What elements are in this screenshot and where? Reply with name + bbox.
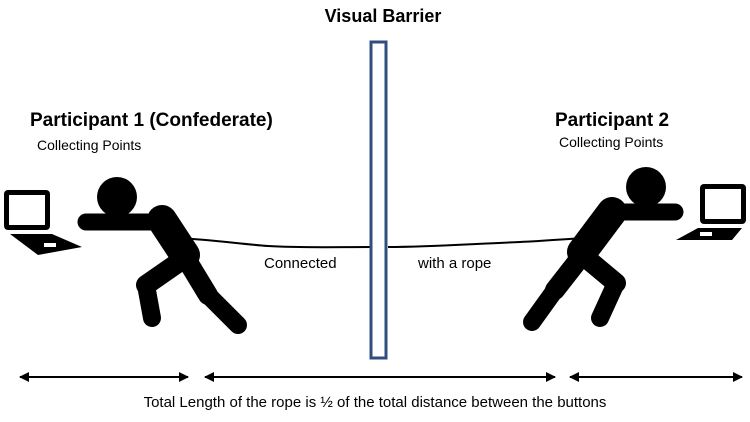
laptop-icon-right [676,184,746,240]
stick-figure-pulling-icon-left [77,177,247,334]
participant-1-title: Participant 1 (Confederate) [30,110,273,131]
laptop-icon-left [4,190,82,255]
rope-right-segment [387,237,586,248]
participant-1-subtitle: Collecting Points [37,137,142,153]
visual-barrier-bar [369,40,388,360]
rope-label-with-rope: with a rope [418,255,492,272]
participant-2-subtitle: Collecting Points [559,134,664,150]
stick-figure-pulling-icon-right [523,167,684,331]
participant-2-title: Participant 2 [555,110,670,131]
visual-barrier-label: Visual Barrier [324,6,442,26]
rope-left-segment [177,237,373,249]
rope-length-caption: Total Length of the rope is ½ of the tot… [143,394,607,411]
rope-label-connected: Connected [264,255,337,272]
